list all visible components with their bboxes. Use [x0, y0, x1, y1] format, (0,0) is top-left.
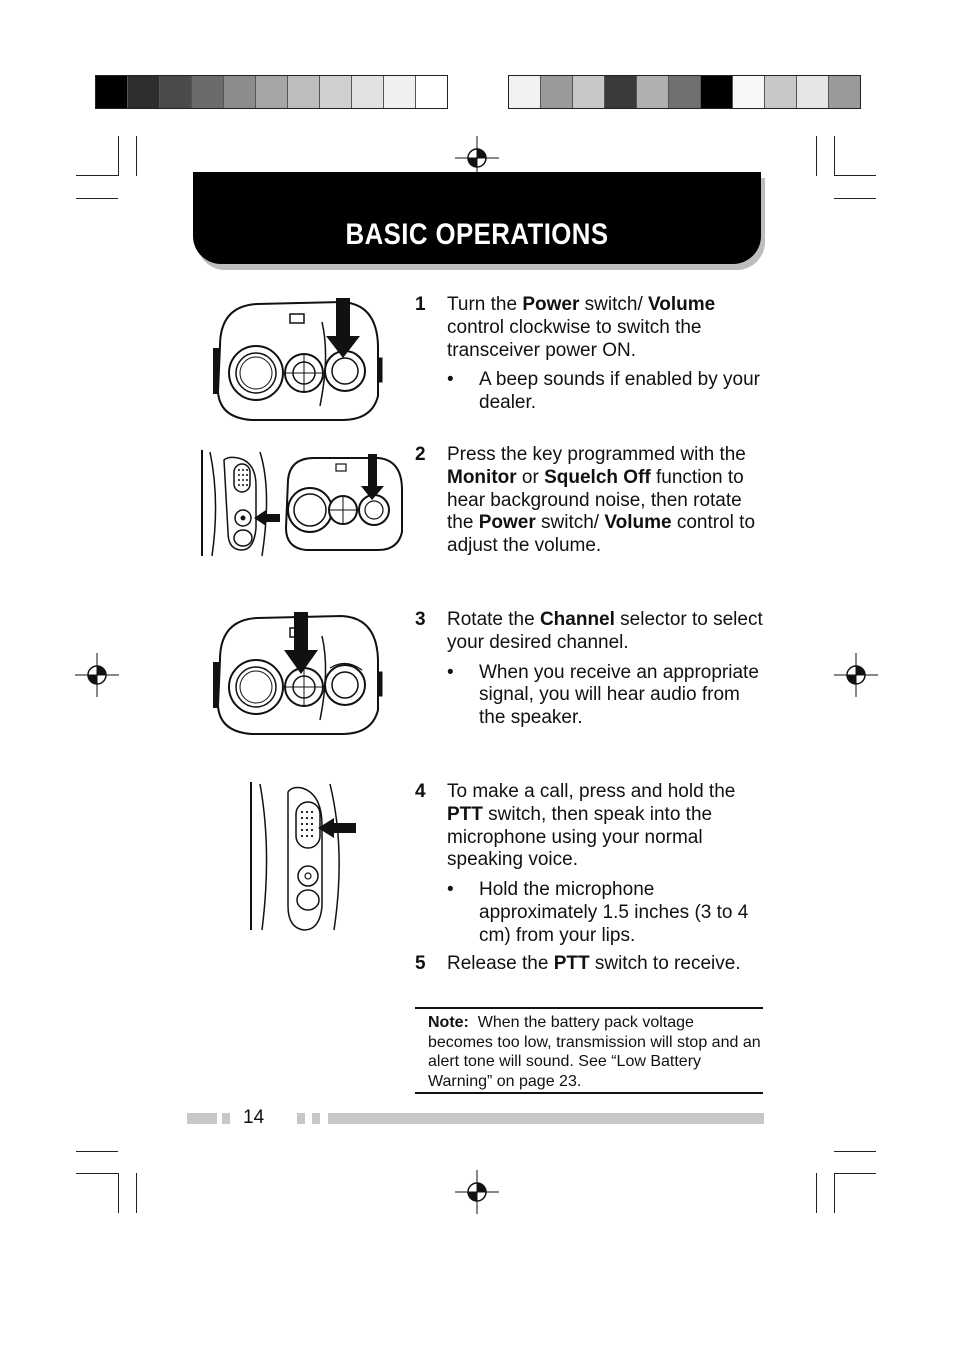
section-header-band: BASIC OPERATIONS — [193, 172, 761, 264]
step-text-emphasis: Channel — [539, 609, 615, 630]
color-swatch — [224, 76, 256, 108]
footer-decoration-square — [312, 1113, 320, 1124]
color-swatch — [733, 76, 765, 108]
color-swatch — [352, 76, 384, 108]
color-swatch — [96, 76, 128, 108]
registration-mark-icon — [455, 1170, 499, 1214]
color-swatch — [541, 76, 573, 108]
step-text: Release the PTT switch to receive. — [447, 953, 767, 976]
color-swatch — [128, 76, 160, 108]
color-swatch — [637, 76, 669, 108]
step-number: 2 — [415, 444, 426, 465]
step-text-emphasis: Volume — [648, 294, 716, 315]
color-swatch — [160, 76, 192, 108]
step-number: 4 — [415, 781, 426, 802]
step-text-emphasis: Power — [522, 294, 580, 315]
color-swatch — [509, 76, 541, 108]
step-text-run: Rotate the — [447, 609, 540, 630]
step-bullet: • When you receive an appropriate signal,… — [447, 662, 767, 730]
step-text-emphasis: PTT — [447, 803, 483, 825]
page-title: BASIC OPERATIONS — [345, 218, 609, 251]
left-color-calibration-bar — [95, 75, 448, 109]
step-text: To make a call, press and hold the PTT s… — [447, 781, 767, 872]
step-text-run: switch to receive. — [589, 953, 741, 974]
color-swatch — [192, 76, 224, 108]
radio-side-and-top-view-icon — [201, 450, 403, 557]
step-item: 4 To make a call, press and hold the PTT … — [415, 781, 767, 948]
color-swatch — [605, 76, 637, 108]
color-swatch — [320, 76, 352, 108]
step-item: 3 Rotate the Channel selector to select y… — [415, 609, 767, 730]
step-item: 5 Release the PTT switch to receive. — [415, 953, 767, 976]
color-swatch — [288, 76, 320, 108]
step-text-run: or — [516, 466, 545, 488]
step-text: Rotate the Channel selector to select yo… — [447, 609, 767, 655]
bullet-icon: • — [447, 661, 454, 683]
step-text-emphasis: Power — [478, 512, 536, 534]
footer-decoration-bar — [328, 1113, 764, 1124]
color-swatch — [669, 76, 701, 108]
step-text-run: switch/ — [579, 294, 648, 315]
step-text-run: switch, then speak into the microphone u… — [447, 803, 713, 871]
color-swatch — [829, 76, 860, 108]
footer-decoration-square — [297, 1113, 305, 1124]
step-item: 2 Press the key programmed with the Monit… — [415, 444, 767, 558]
step-text-emphasis: Squelch Off — [544, 466, 651, 488]
page-number: 14 — [243, 1107, 265, 1128]
note-box: Note: When the battery pack voltage beco… — [415, 1007, 763, 1094]
step-text-run: To make a call, press and hold the — [447, 781, 736, 802]
step-number: 1 — [415, 294, 426, 315]
step-text-emphasis: Monitor — [447, 466, 517, 488]
note-text: When the battery pack voltage becomes to… — [428, 1014, 761, 1090]
color-swatch — [256, 76, 288, 108]
color-swatch — [416, 76, 447, 108]
step-text-run: Turn the — [447, 294, 523, 315]
registration-mark-icon — [455, 136, 499, 180]
step-number: 5 — [415, 953, 426, 974]
step-text-emphasis: Volume — [604, 512, 672, 534]
registration-mark-icon — [75, 653, 119, 697]
footer-decoration-square — [222, 1113, 230, 1124]
step-text-run: function to hear background noise, then … — [447, 466, 744, 534]
color-swatch — [701, 76, 733, 108]
step-text-run: switch/ — [535, 512, 605, 534]
step-item: 1 Turn the Power switch/ Volume control c… — [415, 294, 767, 415]
step-text-emphasis: PTT — [553, 953, 590, 974]
step-text-run: control clockwise to switch the transcei… — [447, 316, 702, 361]
radio-top-view-icon — [213, 298, 383, 421]
color-swatch — [384, 76, 416, 108]
step-bullet-text: A beep sounds if enabled by your dealer. — [479, 369, 760, 414]
step-text-run: control to adjust the volume. — [447, 512, 756, 557]
step-bullet-text: Hold the microphone approximately 1.5 in… — [479, 879, 749, 946]
step-text: Turn the Power switch/ Volume control cl… — [447, 294, 767, 362]
color-swatch — [797, 76, 829, 108]
color-swatch — [765, 76, 797, 108]
registration-mark-icon — [834, 653, 878, 697]
step-bullet: • Hold the microphone approximately 1.5 i… — [447, 879, 767, 947]
step-number: 3 — [415, 609, 426, 630]
step-text-run: Release the — [447, 953, 554, 974]
step-text-run: Press the key programmed with the — [447, 444, 746, 465]
step-text: Press the key programmed with the Monito… — [447, 444, 767, 558]
color-swatch — [573, 76, 605, 108]
bullet-icon: • — [447, 879, 454, 901]
radio-side-view-icon — [250, 782, 356, 931]
step-bullet: • A beep sounds if enabled by your dealer… — [447, 369, 767, 415]
radio-top-view-icon — [213, 612, 383, 735]
note-label: Note: — [428, 1014, 469, 1031]
right-color-calibration-bar — [508, 75, 861, 109]
step-text-run: selector to select your desired channel. — [447, 609, 763, 653]
step-bullet-text: When you receive an appropriate signal, … — [479, 661, 759, 729]
bullet-icon: • — [447, 369, 454, 391]
footer-decoration-bar — [187, 1113, 217, 1124]
